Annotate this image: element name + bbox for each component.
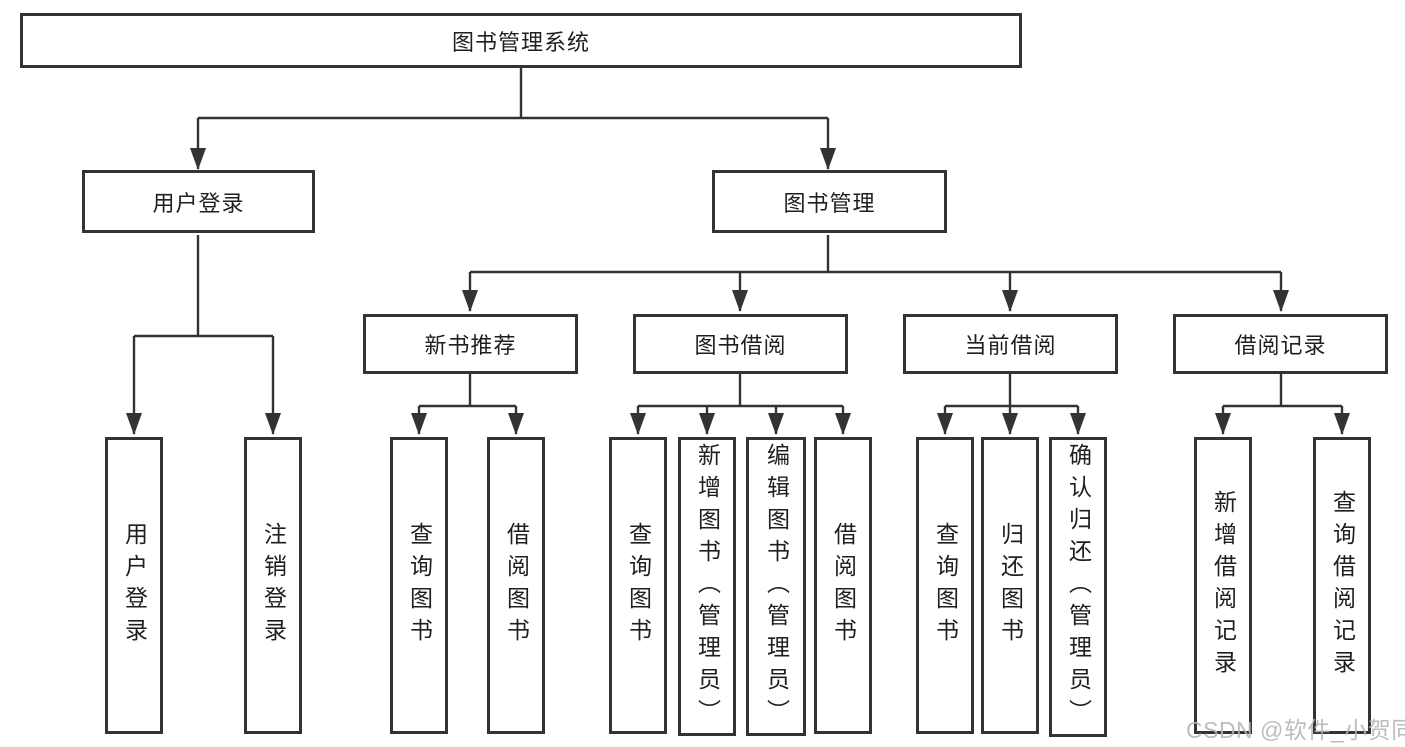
leaf-query-borrow-record: 查询借阅记录	[1313, 437, 1371, 734]
leaf-query-books-recommend: 查询图书	[390, 437, 448, 734]
node-label: 当前借阅	[964, 333, 1057, 358]
node-label: 查询图书	[625, 521, 652, 650]
node-label: 新书推荐	[424, 333, 517, 358]
leaf-add-book-admin: 新增图书（管理员）	[678, 437, 736, 736]
node-label: 注销登录	[260, 521, 287, 650]
node-label: 查询借阅记录	[1329, 489, 1356, 682]
node-user-login: 用户登录	[82, 170, 315, 233]
node-label: 用户登录	[152, 190, 245, 216]
node-label: 图书借阅	[694, 333, 787, 358]
node-label: 图书管理	[783, 190, 876, 216]
leaf-edit-book-admin: 编辑图书（管理员）	[746, 437, 806, 736]
node-current-borrow: 当前借阅	[903, 314, 1118, 374]
leaf-user-login: 用户登录	[105, 437, 163, 734]
node-label: 借阅图书	[503, 521, 530, 650]
leaf-confirm-return-admin: 确认归还（管理员）	[1049, 437, 1107, 737]
node-label: 借阅图书	[830, 521, 857, 650]
node-label: 新增借阅记录	[1210, 489, 1237, 682]
csdn-watermark: CSDN @软件_小贺同学	[1186, 717, 1405, 743]
node-label: 确认归还（管理员）	[1065, 443, 1092, 731]
node-label: 编辑图书（管理员）	[763, 442, 790, 731]
leaf-return-books: 归还图书	[981, 437, 1039, 734]
leaf-query-books-current: 查询图书	[916, 437, 974, 734]
node-label: 新增图书（管理员）	[694, 442, 721, 731]
leaf-logout: 注销登录	[244, 437, 302, 734]
leaf-borrow-books: 借阅图书	[814, 437, 872, 734]
node-label: 查询图书	[932, 521, 959, 650]
node-new-book-recommend: 新书推荐	[363, 314, 578, 374]
node-book-borrow: 图书借阅	[633, 314, 848, 374]
leaf-borrow-books-recommend: 借阅图书	[487, 437, 545, 734]
node-label: 查询图书	[406, 521, 433, 650]
node-label: 借阅记录	[1234, 333, 1327, 358]
leaf-query-books-borrow: 查询图书	[609, 437, 667, 734]
node-borrow-records: 借阅记录	[1173, 314, 1388, 374]
node-book-management: 图书管理	[712, 170, 947, 233]
node-label: 图书管理系统	[451, 29, 590, 55]
node-label: 用户登录	[121, 521, 148, 650]
node-label: 归还图书	[997, 521, 1024, 650]
leaf-add-borrow-record: 新增借阅记录	[1194, 437, 1252, 734]
node-root: 图书管理系统	[20, 13, 1022, 68]
